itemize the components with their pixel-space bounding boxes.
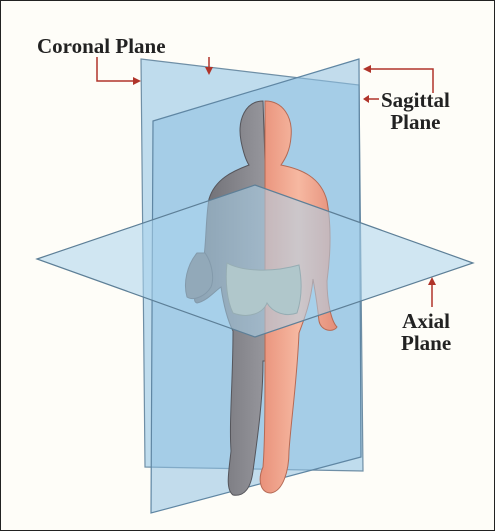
axial-label-line2: Plane — [401, 332, 451, 354]
sagittal-arrowhead-bottom — [363, 95, 369, 103]
axial-plane-label: Axial Plane — [401, 310, 451, 354]
sagittal-arrowhead-top — [363, 65, 371, 73]
sagittal-label-line1: Sagittal — [381, 89, 450, 111]
axial-label-line1: Axial — [401, 310, 451, 332]
sagittal-plane-label: Sagittal Plane — [381, 89, 450, 133]
sagittal-label-line2: Plane — [381, 111, 450, 133]
coronal-arrowhead-left — [133, 77, 141, 85]
coronal-plane-label: Coronal Plane — [37, 35, 166, 57]
